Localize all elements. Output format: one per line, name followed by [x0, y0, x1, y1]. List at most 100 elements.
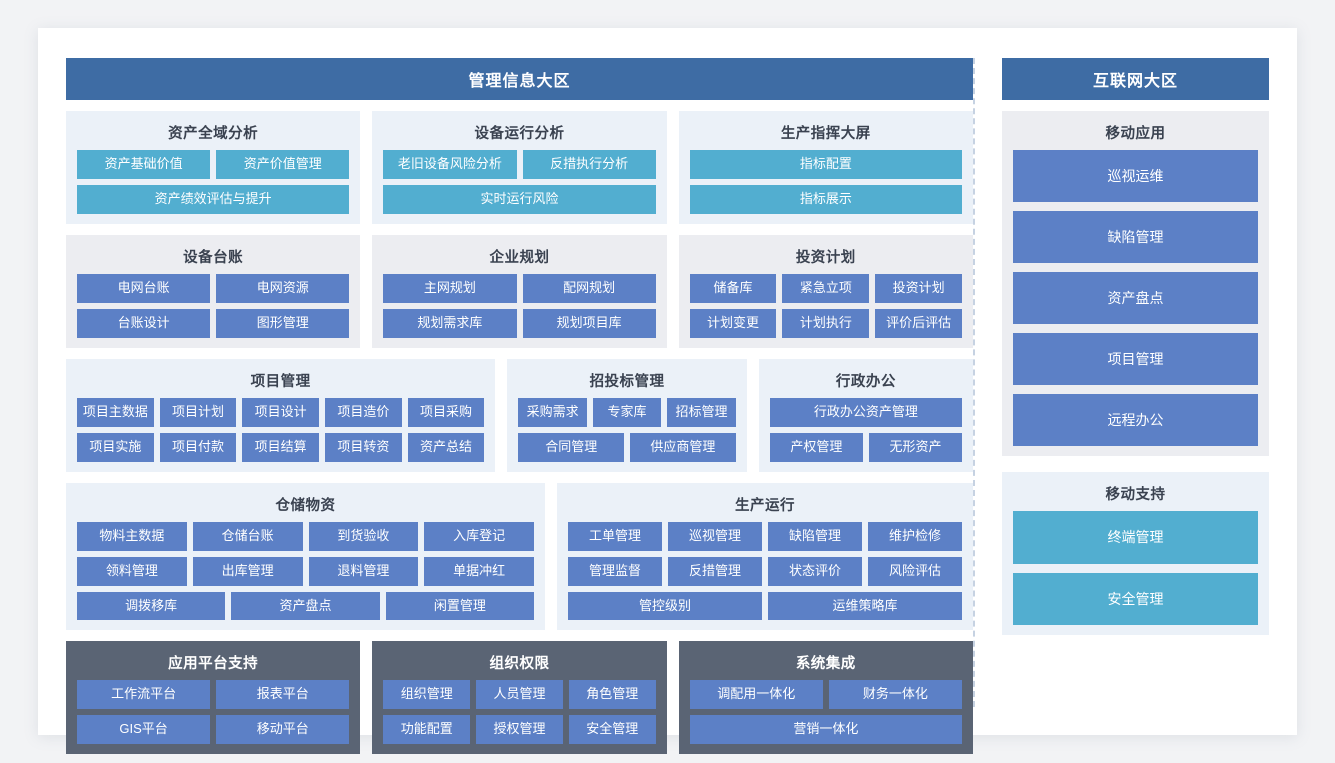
- module-tile[interactable]: 入库登记: [424, 521, 534, 551]
- module-tile[interactable]: 安全管理: [1013, 572, 1258, 625]
- module-tile[interactable]: 资产价值管理: [216, 150, 350, 179]
- module-tile[interactable]: 人员管理: [476, 680, 563, 710]
- module-tile[interactable]: 单据冲红: [424, 556, 534, 586]
- module-tile[interactable]: 安全管理: [568, 715, 656, 745]
- group-panel: 资产全域分析资产基础价值资产价值管理资产绩效评估与提升: [66, 111, 361, 224]
- module-tile[interactable]: 指标配置: [689, 150, 962, 179]
- module-tile[interactable]: 资产基础价值: [77, 150, 211, 179]
- group-title: 项目管理: [250, 373, 311, 390]
- module-tile[interactable]: 资产盘点: [231, 591, 380, 621]
- tile-row: 规划需求库规划项目库: [383, 308, 656, 338]
- module-tile[interactable]: 专家库: [592, 397, 662, 427]
- tile-rows: 项目主数据项目计划项目设计项目造价项目采购项目实施项目付款项目结算项目转资资产总…: [77, 397, 485, 462]
- module-tile[interactable]: 配网规划: [522, 273, 656, 303]
- module-tile[interactable]: 项目计划: [159, 397, 237, 427]
- tile-row: 终端管理: [1013, 511, 1258, 564]
- module-tile[interactable]: 产权管理: [769, 432, 863, 462]
- module-tile[interactable]: 实时运行风险: [383, 184, 656, 214]
- module-tile[interactable]: 工单管理: [568, 521, 663, 551]
- module-tile[interactable]: 财务一体化: [828, 680, 962, 710]
- module-tile[interactable]: 行政办公资产管理: [769, 397, 962, 427]
- group-band: 资产全域分析资产基础价值资产价值管理资产绩效评估与提升设备运行分析老旧设备风险分…: [66, 111, 973, 224]
- module-tile[interactable]: 项目付款: [159, 432, 237, 462]
- module-tile[interactable]: 规划项目库: [522, 308, 656, 338]
- module-tile[interactable]: 巡视管理: [668, 521, 763, 551]
- group-panel: 行政办公行政办公资产管理产权管理无形资产: [758, 358, 973, 472]
- module-tile[interactable]: 合同管理: [518, 432, 625, 462]
- module-tile[interactable]: 项目转资: [325, 432, 402, 462]
- module-tile[interactable]: 移动平台: [216, 715, 350, 745]
- tile-row: 项目管理: [1013, 333, 1258, 386]
- zone-header-management: 管理信息大区: [66, 58, 973, 100]
- zone-divider: [973, 58, 976, 707]
- tile-rows: 采购需求专家库招标管理合同管理供应商管理: [518, 397, 736, 462]
- module-tile[interactable]: 电网资源: [216, 273, 350, 303]
- tile-row: 电网台账电网资源: [77, 273, 350, 303]
- module-tile[interactable]: 主网规划: [383, 273, 517, 303]
- module-tile[interactable]: 储备库: [689, 273, 777, 303]
- module-tile[interactable]: 投资计划: [875, 273, 962, 303]
- module-tile[interactable]: 供应商管理: [630, 432, 736, 462]
- module-tile[interactable]: 运维策略库: [768, 591, 963, 621]
- module-tile[interactable]: 调配用一体化: [689, 680, 823, 710]
- module-tile[interactable]: 管控级别: [568, 591, 763, 621]
- module-tile[interactable]: 项目设计: [242, 397, 320, 427]
- module-tile[interactable]: 授权管理: [476, 715, 563, 745]
- module-tile[interactable]: 指标展示: [689, 184, 962, 214]
- module-tile[interactable]: 图形管理: [216, 308, 350, 338]
- module-tile[interactable]: 项目结算: [242, 432, 320, 462]
- module-tile[interactable]: 老旧设备风险分析: [383, 150, 517, 179]
- module-tile[interactable]: 项目造价: [325, 397, 402, 427]
- module-tile[interactable]: 功能配置: [383, 715, 471, 745]
- module-tile[interactable]: 紧急立项: [782, 273, 870, 303]
- module-tile[interactable]: 巡视运维: [1013, 150, 1258, 203]
- module-tile[interactable]: 角色管理: [568, 680, 656, 710]
- module-tile[interactable]: 计划变更: [689, 308, 777, 338]
- module-tile[interactable]: 出库管理: [192, 556, 303, 586]
- module-tile[interactable]: 仓储台账: [192, 521, 303, 551]
- module-tile[interactable]: 到货验收: [308, 521, 419, 551]
- module-tile[interactable]: 终端管理: [1013, 511, 1258, 564]
- tile-row: 采购需求专家库招标管理: [518, 397, 736, 427]
- module-tile[interactable]: 计划执行: [782, 308, 870, 338]
- module-tile[interactable]: 反措管理: [668, 556, 763, 586]
- module-tile[interactable]: GIS平台: [77, 715, 211, 745]
- module-tile[interactable]: 招标管理: [667, 397, 736, 427]
- module-tile[interactable]: 电网台账: [77, 273, 211, 303]
- module-tile[interactable]: 营销一体化: [689, 715, 962, 745]
- module-tile[interactable]: 缺陷管理: [768, 521, 863, 551]
- module-tile[interactable]: 管理监督: [568, 556, 663, 586]
- module-tile[interactable]: 项目管理: [1013, 333, 1258, 386]
- module-tile[interactable]: 状态评价: [768, 556, 863, 586]
- module-tile[interactable]: 物料主数据: [77, 521, 187, 551]
- module-tile[interactable]: 领料管理: [77, 556, 187, 586]
- module-tile[interactable]: 规划需求库: [383, 308, 517, 338]
- module-tile[interactable]: 资产盘点: [1013, 272, 1258, 325]
- module-tile[interactable]: 缺陷管理: [1013, 211, 1258, 264]
- module-tile[interactable]: 组织管理: [383, 680, 471, 710]
- module-tile[interactable]: 工作流平台: [77, 680, 211, 710]
- module-tile[interactable]: 退料管理: [308, 556, 419, 586]
- module-tile[interactable]: 项目实施: [77, 432, 154, 462]
- module-tile[interactable]: 资产总结: [407, 432, 485, 462]
- module-tile[interactable]: 维护检修: [868, 521, 963, 551]
- group-title: 生产指挥大屏: [780, 126, 871, 142]
- tile-row: 管理监督反措管理状态评价风险评估: [568, 556, 963, 586]
- module-tile[interactable]: 资产绩效评估与提升: [77, 184, 350, 214]
- module-tile[interactable]: 调拨移库: [77, 591, 226, 621]
- module-tile[interactable]: 项目主数据: [77, 397, 154, 427]
- module-tile[interactable]: 报表平台: [216, 680, 350, 710]
- module-tile[interactable]: 无形资产: [868, 432, 963, 462]
- tile-row: 调拨移库资产盘点闲置管理: [77, 591, 535, 621]
- module-tile[interactable]: 远程办公: [1013, 394, 1258, 447]
- module-tile[interactable]: 评价后评估: [875, 308, 962, 338]
- module-tile[interactable]: 闲置管理: [385, 591, 535, 621]
- module-tile[interactable]: 台账设计: [77, 308, 211, 338]
- module-tile[interactable]: 项目采购: [407, 397, 485, 427]
- tile-rows: 物料主数据仓储台账到货验收入库登记领料管理出库管理退料管理单据冲红调拨移库资产盘…: [77, 521, 535, 621]
- module-tile[interactable]: 反措执行分析: [522, 150, 656, 179]
- module-tile[interactable]: 采购需求: [518, 397, 587, 427]
- module-tile[interactable]: 风险评估: [868, 556, 963, 586]
- tile-row: 资产盘点: [1013, 272, 1258, 325]
